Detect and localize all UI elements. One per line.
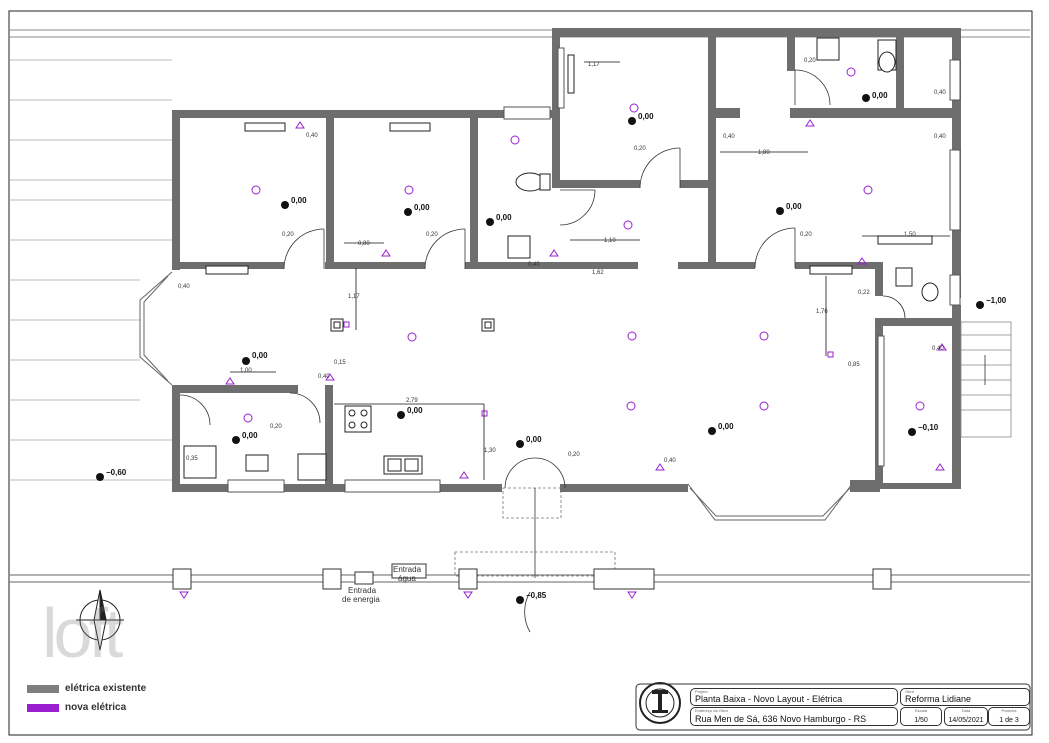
svg-text:0,80: 0,80 bbox=[358, 241, 370, 247]
title-client-caption: Obra bbox=[905, 689, 914, 694]
north-arrow-icon bbox=[76, 589, 124, 651]
doors bbox=[179, 69, 906, 633]
svg-text:0,00: 0,00 bbox=[496, 213, 512, 222]
floor-boxes bbox=[330, 318, 495, 332]
svg-text:0,40: 0,40 bbox=[664, 458, 676, 464]
svg-text:1,76: 1,76 bbox=[816, 309, 828, 315]
svg-text:0,40: 0,40 bbox=[178, 284, 190, 290]
svg-text:1,62: 1,62 bbox=[592, 270, 604, 276]
svg-text:0,40: 0,40 bbox=[934, 134, 946, 140]
title-address-caption: Endereço da Obra bbox=[695, 708, 728, 713]
svg-text:0,40: 0,40 bbox=[934, 90, 946, 96]
dimension-lines bbox=[230, 61, 950, 480]
svg-text:0,40: 0,40 bbox=[528, 262, 540, 268]
svg-text:0,40: 0,40 bbox=[318, 374, 330, 380]
svg-text:0,15: 0,15 bbox=[334, 360, 346, 366]
svg-text:de energia: de energia bbox=[342, 595, 380, 604]
title-client-value: Reforma Lidiane bbox=[905, 694, 972, 704]
svg-text:−0,60: −0,60 bbox=[106, 468, 127, 477]
svg-text:0,20: 0,20 bbox=[634, 146, 646, 152]
svg-text:0,20: 0,20 bbox=[426, 232, 438, 238]
svg-text:0,00: 0,00 bbox=[414, 203, 430, 212]
svg-text:0,20: 0,20 bbox=[568, 452, 580, 458]
title-date-field: Data 14/05/2021 bbox=[944, 707, 988, 726]
light-points bbox=[243, 67, 925, 423]
legend-existing: elétrica existente bbox=[27, 683, 146, 694]
svg-text:0,00: 0,00 bbox=[252, 351, 268, 360]
svg-text:1,30: 1,30 bbox=[484, 448, 496, 454]
level-markers bbox=[96, 94, 984, 604]
title-project-value: Planta Baixa - Novo Layout - Elétrica bbox=[695, 694, 843, 704]
legend-new: nova elétrica bbox=[27, 702, 126, 713]
svg-text:0,20: 0,20 bbox=[804, 58, 816, 64]
svg-text:0,00: 0,00 bbox=[786, 202, 802, 211]
stairs-right bbox=[960, 321, 1012, 438]
svg-text:0,00: 0,00 bbox=[872, 91, 888, 100]
svg-text:1,00: 1,00 bbox=[240, 368, 252, 374]
level-labels: 0,00 0,00 0,00 0,00 0,00 0,00 0,00 0,00 … bbox=[106, 91, 1007, 600]
svg-text:0,40: 0,40 bbox=[723, 134, 735, 140]
title-address-field: Endereço da Obra Rua Men de Sá, 636 Novo… bbox=[690, 707, 898, 726]
svg-text:−1,00: −1,00 bbox=[986, 296, 1007, 305]
svg-text:−0,10: −0,10 bbox=[918, 423, 939, 432]
legend-new-label: nova elétrica bbox=[65, 702, 127, 713]
title-sheet-caption: Prancha bbox=[1001, 708, 1017, 713]
svg-text:1,17: 1,17 bbox=[348, 294, 360, 300]
title-date-caption: Data bbox=[961, 708, 971, 713]
svg-text:0,00: 0,00 bbox=[718, 422, 734, 431]
svg-text:0,20: 0,20 bbox=[270, 424, 282, 430]
svg-text:água: água bbox=[398, 574, 416, 583]
title-client-field: Obra Reforma Lidiane bbox=[900, 688, 1030, 706]
title-date-value: 14/05/2021 bbox=[948, 717, 984, 724]
svg-text:0,00: 0,00 bbox=[638, 112, 654, 121]
bath-fixtures bbox=[507, 37, 939, 302]
ac-units bbox=[205, 122, 933, 275]
company-logo-icon bbox=[639, 682, 681, 724]
svg-text:1,17: 1,17 bbox=[588, 62, 600, 68]
svg-text:0,20: 0,20 bbox=[800, 232, 812, 238]
windows bbox=[227, 47, 961, 493]
svg-text:0,85: 0,85 bbox=[848, 362, 860, 368]
svg-text:Entrada: Entrada bbox=[348, 586, 377, 595]
title-scale-value: 1/50 bbox=[914, 717, 928, 724]
svg-text:0,00: 0,00 bbox=[291, 196, 307, 205]
svg-text:1,80: 1,80 bbox=[758, 150, 770, 156]
title-sheet-value: 1 de 3 bbox=[999, 717, 1019, 724]
bay-window-bottom bbox=[687, 483, 853, 521]
svg-text:0,20: 0,20 bbox=[282, 232, 294, 238]
svg-text:0,40: 0,40 bbox=[306, 133, 318, 139]
svg-text:Entrada: Entrada bbox=[393, 565, 422, 574]
watermark-logo: loft bbox=[42, 594, 123, 672]
title-address-value: Rua Men de Sá, 636 Novo Hamburgo - RS bbox=[695, 714, 867, 724]
svg-text:0,00: 0,00 bbox=[242, 431, 258, 440]
title-scale-field: Escala 1/50 bbox=[900, 707, 942, 726]
svg-text:0,22: 0,22 bbox=[858, 290, 870, 296]
svg-text:0,00: 0,00 bbox=[526, 435, 542, 444]
svg-text:2,79: 2,79 bbox=[406, 398, 418, 404]
walls bbox=[172, 28, 961, 492]
svg-text:1,50: 1,50 bbox=[904, 232, 916, 238]
legend-new-swatch bbox=[27, 703, 59, 712]
title-project-field: Projeto Planta Baixa - Novo Layout - Elé… bbox=[690, 688, 898, 706]
title-sheet-field: Prancha 1 de 3 bbox=[988, 707, 1030, 726]
bay-window-left bbox=[139, 271, 173, 386]
fence-posts bbox=[172, 563, 892, 590]
legend-existing-label: elétrica existente bbox=[65, 683, 147, 694]
title-block-frame bbox=[635, 683, 1031, 731]
svg-text:1,10: 1,10 bbox=[604, 238, 616, 244]
title-scale-caption: Escala bbox=[914, 708, 927, 713]
svg-text:0,35: 0,35 bbox=[186, 456, 198, 462]
dimension-labels: 1,17 0,20 0,40 0,80 0,20 0,20 1,10 1,62 … bbox=[178, 58, 946, 464]
svg-text:0,40: 0,40 bbox=[932, 346, 944, 352]
svg-text:0,00: 0,00 bbox=[407, 406, 423, 415]
kitchen-fixtures bbox=[183, 405, 423, 481]
outlets bbox=[179, 119, 947, 599]
legend-existing-swatch bbox=[27, 684, 59, 693]
svg-text:−0,85: −0,85 bbox=[526, 591, 547, 600]
title-project-caption: Projeto bbox=[695, 689, 708, 694]
sheet-border bbox=[8, 10, 1033, 736]
service-entries: Entrada água Entrada de energia bbox=[342, 565, 422, 604]
